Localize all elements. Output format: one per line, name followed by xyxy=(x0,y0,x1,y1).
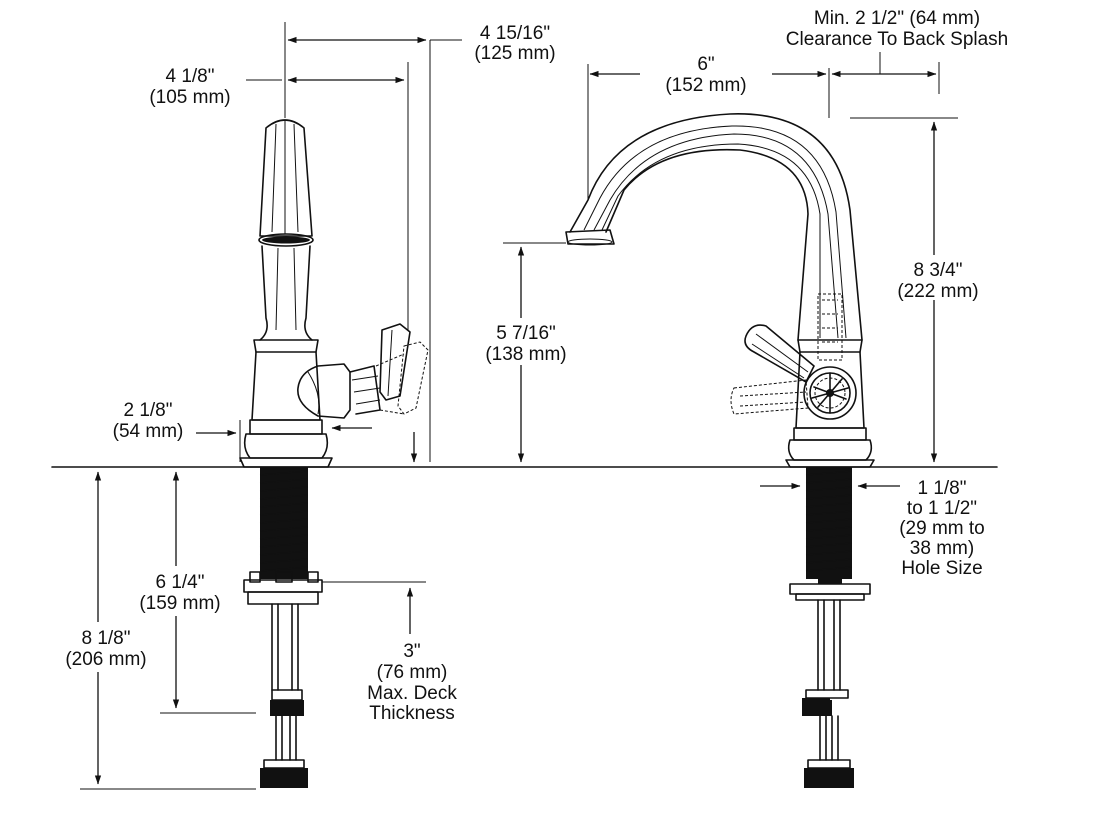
deck-thickness-line3: Max. Deck xyxy=(367,683,457,704)
front-view-mounting-hardware xyxy=(789,467,871,788)
backsplash-clearance-line1: Min. 2 1/2" (64 mm) xyxy=(814,8,980,29)
base-diameter-imperial: 2 1/8" xyxy=(123,400,172,421)
dimension-lines xyxy=(80,36,958,790)
top-width-outer-metric: (125 mm) xyxy=(474,43,555,64)
hole-size-line1: 1 1/8" xyxy=(917,478,966,499)
hole-size-line4: 38 mm) xyxy=(910,538,974,559)
shank-length-imperial: 6 1/4" xyxy=(155,572,204,593)
top-width-inner-metric: (105 mm) xyxy=(149,87,230,108)
spout-height-metric: (138 mm) xyxy=(485,344,566,365)
overall-height-metric: (222 mm) xyxy=(897,281,978,302)
top-width-outer-imperial: 4 15/16" xyxy=(480,23,550,44)
shank-length-metric: (159 mm) xyxy=(139,593,220,614)
deck-thickness-line1: 3" xyxy=(403,641,420,662)
faucet-side-view xyxy=(239,22,429,468)
top-width-inner-imperial: 4 1/8" xyxy=(165,66,214,87)
spout-reach-metric: (152 mm) xyxy=(665,75,746,96)
spout-reach-imperial: 6" xyxy=(697,54,714,75)
overall-height-imperial: 8 3/4" xyxy=(913,260,962,281)
deck-thickness-line4: Thickness xyxy=(369,703,455,724)
spout-height-imperial: 5 7/16" xyxy=(496,323,556,344)
deck-thickness-line2: (76 mm) xyxy=(377,662,448,683)
faucet-front-view xyxy=(565,68,875,468)
backsplash-clearance-line2: Clearance To Back Splash xyxy=(786,29,1009,50)
hole-size-line2: to 1 1/2" xyxy=(907,498,977,519)
side-view-mounting-hardware xyxy=(243,467,323,788)
total-below-deck-imperial: 8 1/8" xyxy=(81,628,130,649)
dimension-labels: 4 15/16" (125 mm) 4 1/8" (105 mm) 6" (15… xyxy=(65,8,1008,724)
hole-size-line5: Hole Size xyxy=(901,558,982,579)
hole-size-line3: (29 mm to xyxy=(899,518,985,539)
base-diameter-metric: (54 mm) xyxy=(113,421,184,442)
total-below-deck-metric: (206 mm) xyxy=(65,649,146,670)
